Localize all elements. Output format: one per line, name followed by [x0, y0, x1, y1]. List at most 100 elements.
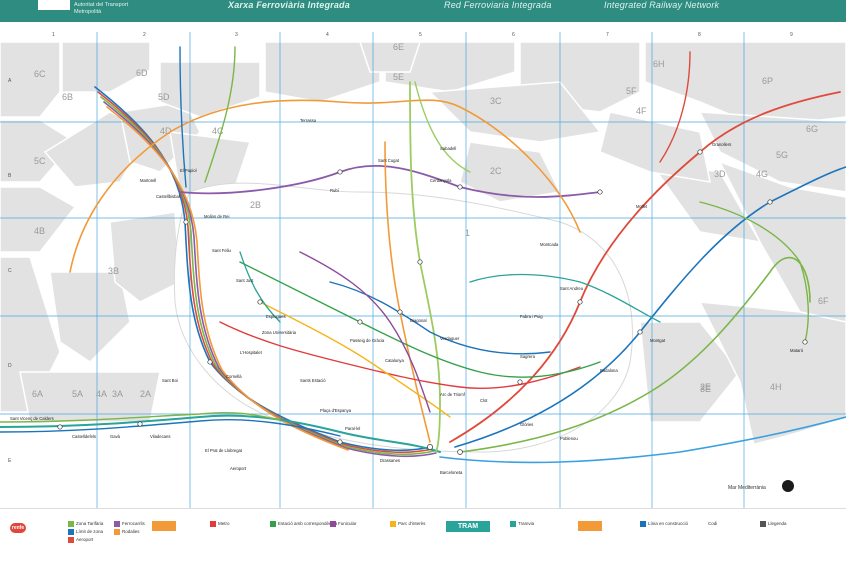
station-marker	[802, 339, 808, 345]
station-label: Sant Feliu	[212, 248, 232, 253]
legend-item: Ferrocarrils	[114, 521, 145, 527]
station-label: El Papiol	[180, 168, 197, 173]
station-marker	[427, 444, 433, 450]
station-label: El Prat de Llobregat	[205, 448, 243, 453]
zone-label: 4B	[34, 226, 45, 236]
station-marker	[637, 329, 643, 335]
station-label: Diagonal	[410, 318, 427, 323]
station-markers[interactable]	[57, 149, 808, 455]
zone-label: 6F	[818, 296, 829, 306]
zone-label: 3C	[490, 96, 502, 106]
grid-col-1: 1	[52, 32, 55, 38]
station-label: Arc de Triomf	[440, 392, 466, 397]
renfe-logo: renfe	[10, 523, 26, 533]
grid-col-4: 4	[326, 32, 329, 38]
grid-row-e: E	[8, 458, 12, 464]
station-marker	[457, 449, 463, 455]
grid-row-d: D	[8, 363, 12, 369]
legend-item: Rodalies	[114, 529, 140, 535]
station-label: Paral·lel	[345, 426, 360, 431]
sea-label: Mar Mediterrània	[728, 485, 766, 491]
station-label: Rubí	[330, 188, 340, 193]
station-label: Terrassa	[300, 118, 317, 123]
station-label: L'Hospitalet	[240, 350, 263, 355]
zone-label: 4F	[636, 106, 647, 116]
station-marker	[137, 421, 143, 427]
zone-label: 4C	[212, 126, 224, 136]
station-label: Montgat	[650, 338, 666, 343]
station-label: Plaça d'Espanya	[320, 408, 352, 413]
zone-label: 5G	[776, 150, 788, 160]
station-marker	[417, 259, 423, 265]
zone-label: 4H	[770, 382, 782, 392]
station-label: Sant Just	[236, 278, 254, 283]
zone-label: 3D	[714, 169, 726, 179]
zone-label: 3A	[112, 389, 123, 399]
station-marker	[517, 379, 523, 385]
zone-label: 6E	[393, 42, 404, 52]
zone-label: 5E	[393, 72, 404, 82]
grid-row-c: C	[8, 268, 12, 274]
station-label: Sant Cugat	[378, 158, 400, 163]
legend-chip	[578, 521, 602, 531]
compass-icon	[782, 480, 794, 492]
station-label: Esplugues	[266, 314, 286, 319]
zone-label: 2B	[250, 200, 261, 210]
zone-label: 6G	[806, 124, 818, 134]
zone-label: 2E	[700, 382, 711, 392]
station-label: Castelldefels	[72, 434, 96, 439]
station-label: Castellbisbal	[156, 194, 180, 199]
railway-lines	[0, 46, 846, 464]
tram-logo: TRAM	[446, 521, 490, 532]
zone-label: 6D	[136, 68, 148, 78]
legend-item: Llegenda	[760, 521, 787, 527]
station-label: Cerdanyola	[430, 178, 452, 183]
station-marker	[767, 199, 773, 205]
legend-item: Línia en construcció	[640, 521, 688, 527]
grid-col-2: 2	[143, 32, 146, 38]
zone-label: 3B	[108, 266, 119, 276]
railway-map[interactable]: 1 2 3 4 5 6 7 8 9 A B C D E 6C 6D 6B 5D …	[0, 22, 846, 508]
station-label: Sagrera	[520, 354, 536, 359]
zone-label: 2A	[140, 389, 151, 399]
station-label: Fabra i Puig	[520, 314, 543, 319]
zone-label: 4A	[96, 389, 107, 399]
station-label: Badalona	[600, 368, 618, 373]
station-marker	[207, 359, 213, 365]
grid-col-6: 6	[512, 32, 515, 38]
atm-logo	[38, 0, 70, 10]
zone-labels: 6C 6D 6B 5D 5E 6E 5C 4B 4D 4C 2B 3B 3C 2…	[32, 42, 829, 399]
legend-chip	[152, 521, 176, 531]
station-label: Barceloneta	[440, 470, 463, 475]
header-bar: Autoritat del Transport Metropolità Xarx…	[0, 0, 846, 22]
zone-label: 5C	[34, 156, 46, 166]
station-label: Sabadell	[440, 146, 456, 151]
station-label: Passeig de Gràcia	[350, 338, 385, 343]
zone-label: 6P	[762, 76, 773, 86]
station-label: Sant Boi	[162, 378, 178, 383]
legend-item: Límit de zona	[68, 529, 103, 535]
zone-label: 6A	[32, 389, 43, 399]
station-labels: Sant Vicenç de Calders Castelldefels Gav…	[10, 118, 804, 475]
station-marker	[337, 439, 343, 445]
station-label: Verdaguer	[440, 336, 460, 341]
station-label: Aeroport	[230, 466, 247, 471]
legend-item: Parc d'interès	[390, 521, 425, 527]
title-english: Integrated Railway Network	[604, 0, 720, 10]
station-marker	[183, 219, 189, 225]
zone-label: 2C	[490, 166, 502, 176]
legend: renfe TRAM Zona Tarifària Límit de zona …	[0, 508, 846, 571]
title-catalan: Xarxa Ferroviària Integrada	[228, 0, 350, 10]
zone-label: 4D	[160, 126, 172, 136]
grid-col-3: 3	[235, 32, 238, 38]
station-label: Gavà	[110, 434, 121, 439]
station-label: Clot	[480, 398, 488, 403]
station-label: Drassanes	[380, 458, 400, 463]
station-label: Viladecans	[150, 434, 170, 439]
station-label: Molins de Rei	[204, 214, 229, 219]
station-marker	[577, 299, 583, 305]
org-line-1: Autoritat del Transport	[74, 2, 129, 8]
zone-label: 6B	[62, 92, 73, 102]
zone-label: 5F	[626, 86, 637, 96]
station-label: Montcada	[540, 242, 559, 247]
